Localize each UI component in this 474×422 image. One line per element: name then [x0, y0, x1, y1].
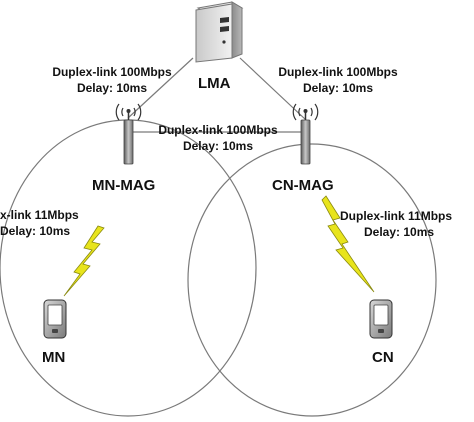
link-label-cn-wireless: Duplex-link 11Mbps Delay: 10ms: [340, 208, 452, 240]
mn-label: MN: [42, 349, 66, 366]
link-label-line2: Delay: 10ms: [302, 81, 374, 95]
link-label-lma-mn-mag: Duplex-link 100Mbps Delay: 10ms: [42, 64, 182, 96]
link-lma-mn-mag: [127, 57, 194, 119]
link-label-line2: Delay: 10ms: [182, 139, 254, 153]
cn-label: CN: [372, 349, 394, 366]
cn-mobile-phone-icon: [369, 299, 393, 339]
cn-mag-label: CN-MAG: [272, 177, 334, 194]
link-label-line2: Delay: 10ms: [0, 224, 71, 238]
lma-label: LMA: [198, 75, 231, 92]
mn-mag-label: MN-MAG: [92, 177, 156, 194]
mn-wireless-lightning-bolt-icon: [63, 225, 105, 297]
cn-wireless-lightning-bolt-icon: [321, 195, 375, 293]
link-label-line1: Duplex-link 100Mbps: [158, 123, 278, 137]
cn-mag-coverage-circle: [187, 143, 437, 417]
link-label-line1: Duplex-link 11Mbps: [340, 209, 453, 223]
link-label-line1: x-link 11Mbps: [0, 208, 79, 222]
link-label-lma-cn-mag: Duplex-link 100Mbps Delay: 10ms: [268, 64, 408, 96]
link-label-mag-mag: Duplex-link 100Mbps Delay: 10ms: [148, 122, 288, 154]
link-label-line2: Delay: 10ms: [76, 81, 148, 95]
mn-mobile-phone-icon: [43, 299, 67, 339]
link-lma-cn-mag: [239, 57, 307, 121]
link-label-line1: Duplex-link 100Mbps: [52, 65, 172, 79]
link-label-mn-wireless: x-link 11Mbps Delay: 10ms: [0, 207, 79, 239]
server-icon: [195, 1, 244, 63]
mn-mag-antenna-icon: [115, 103, 142, 165]
cn-mag-antenna-icon: [292, 103, 319, 165]
link-label-line2: Delay: 10ms: [364, 225, 435, 239]
link-label-line1: Duplex-link 100Mbps: [278, 65, 398, 79]
